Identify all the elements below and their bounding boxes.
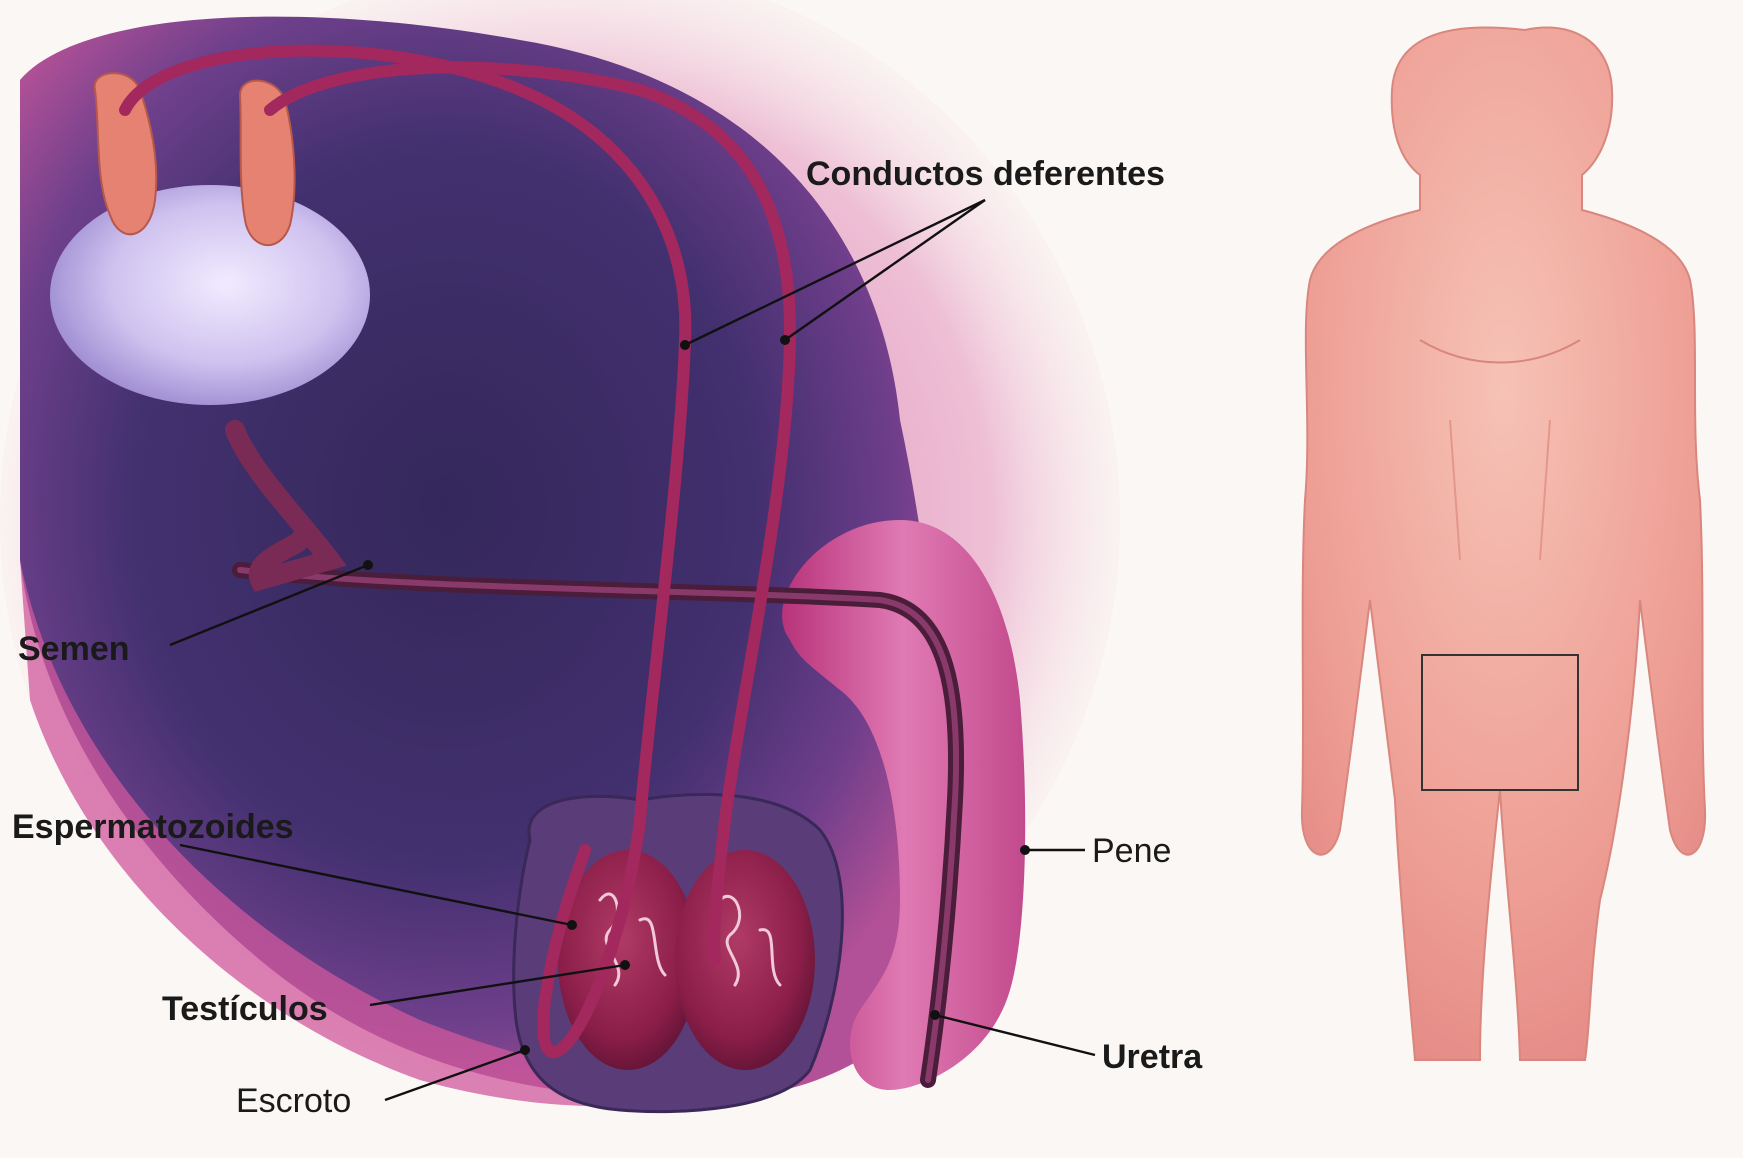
human-figure bbox=[1302, 28, 1705, 1061]
label-semen: Semen bbox=[18, 630, 130, 668]
label-testiculos: Testículos bbox=[162, 990, 328, 1028]
label-conductos-deferentes: Conductos deferentes bbox=[806, 155, 1165, 193]
bladder-shape bbox=[50, 185, 370, 405]
label-espermatozoides: Espermatozoides bbox=[12, 808, 294, 846]
label-pene: Pene bbox=[1092, 832, 1171, 870]
label-escroto: Escroto bbox=[236, 1082, 351, 1120]
label-uretra: Uretra bbox=[1102, 1038, 1203, 1076]
